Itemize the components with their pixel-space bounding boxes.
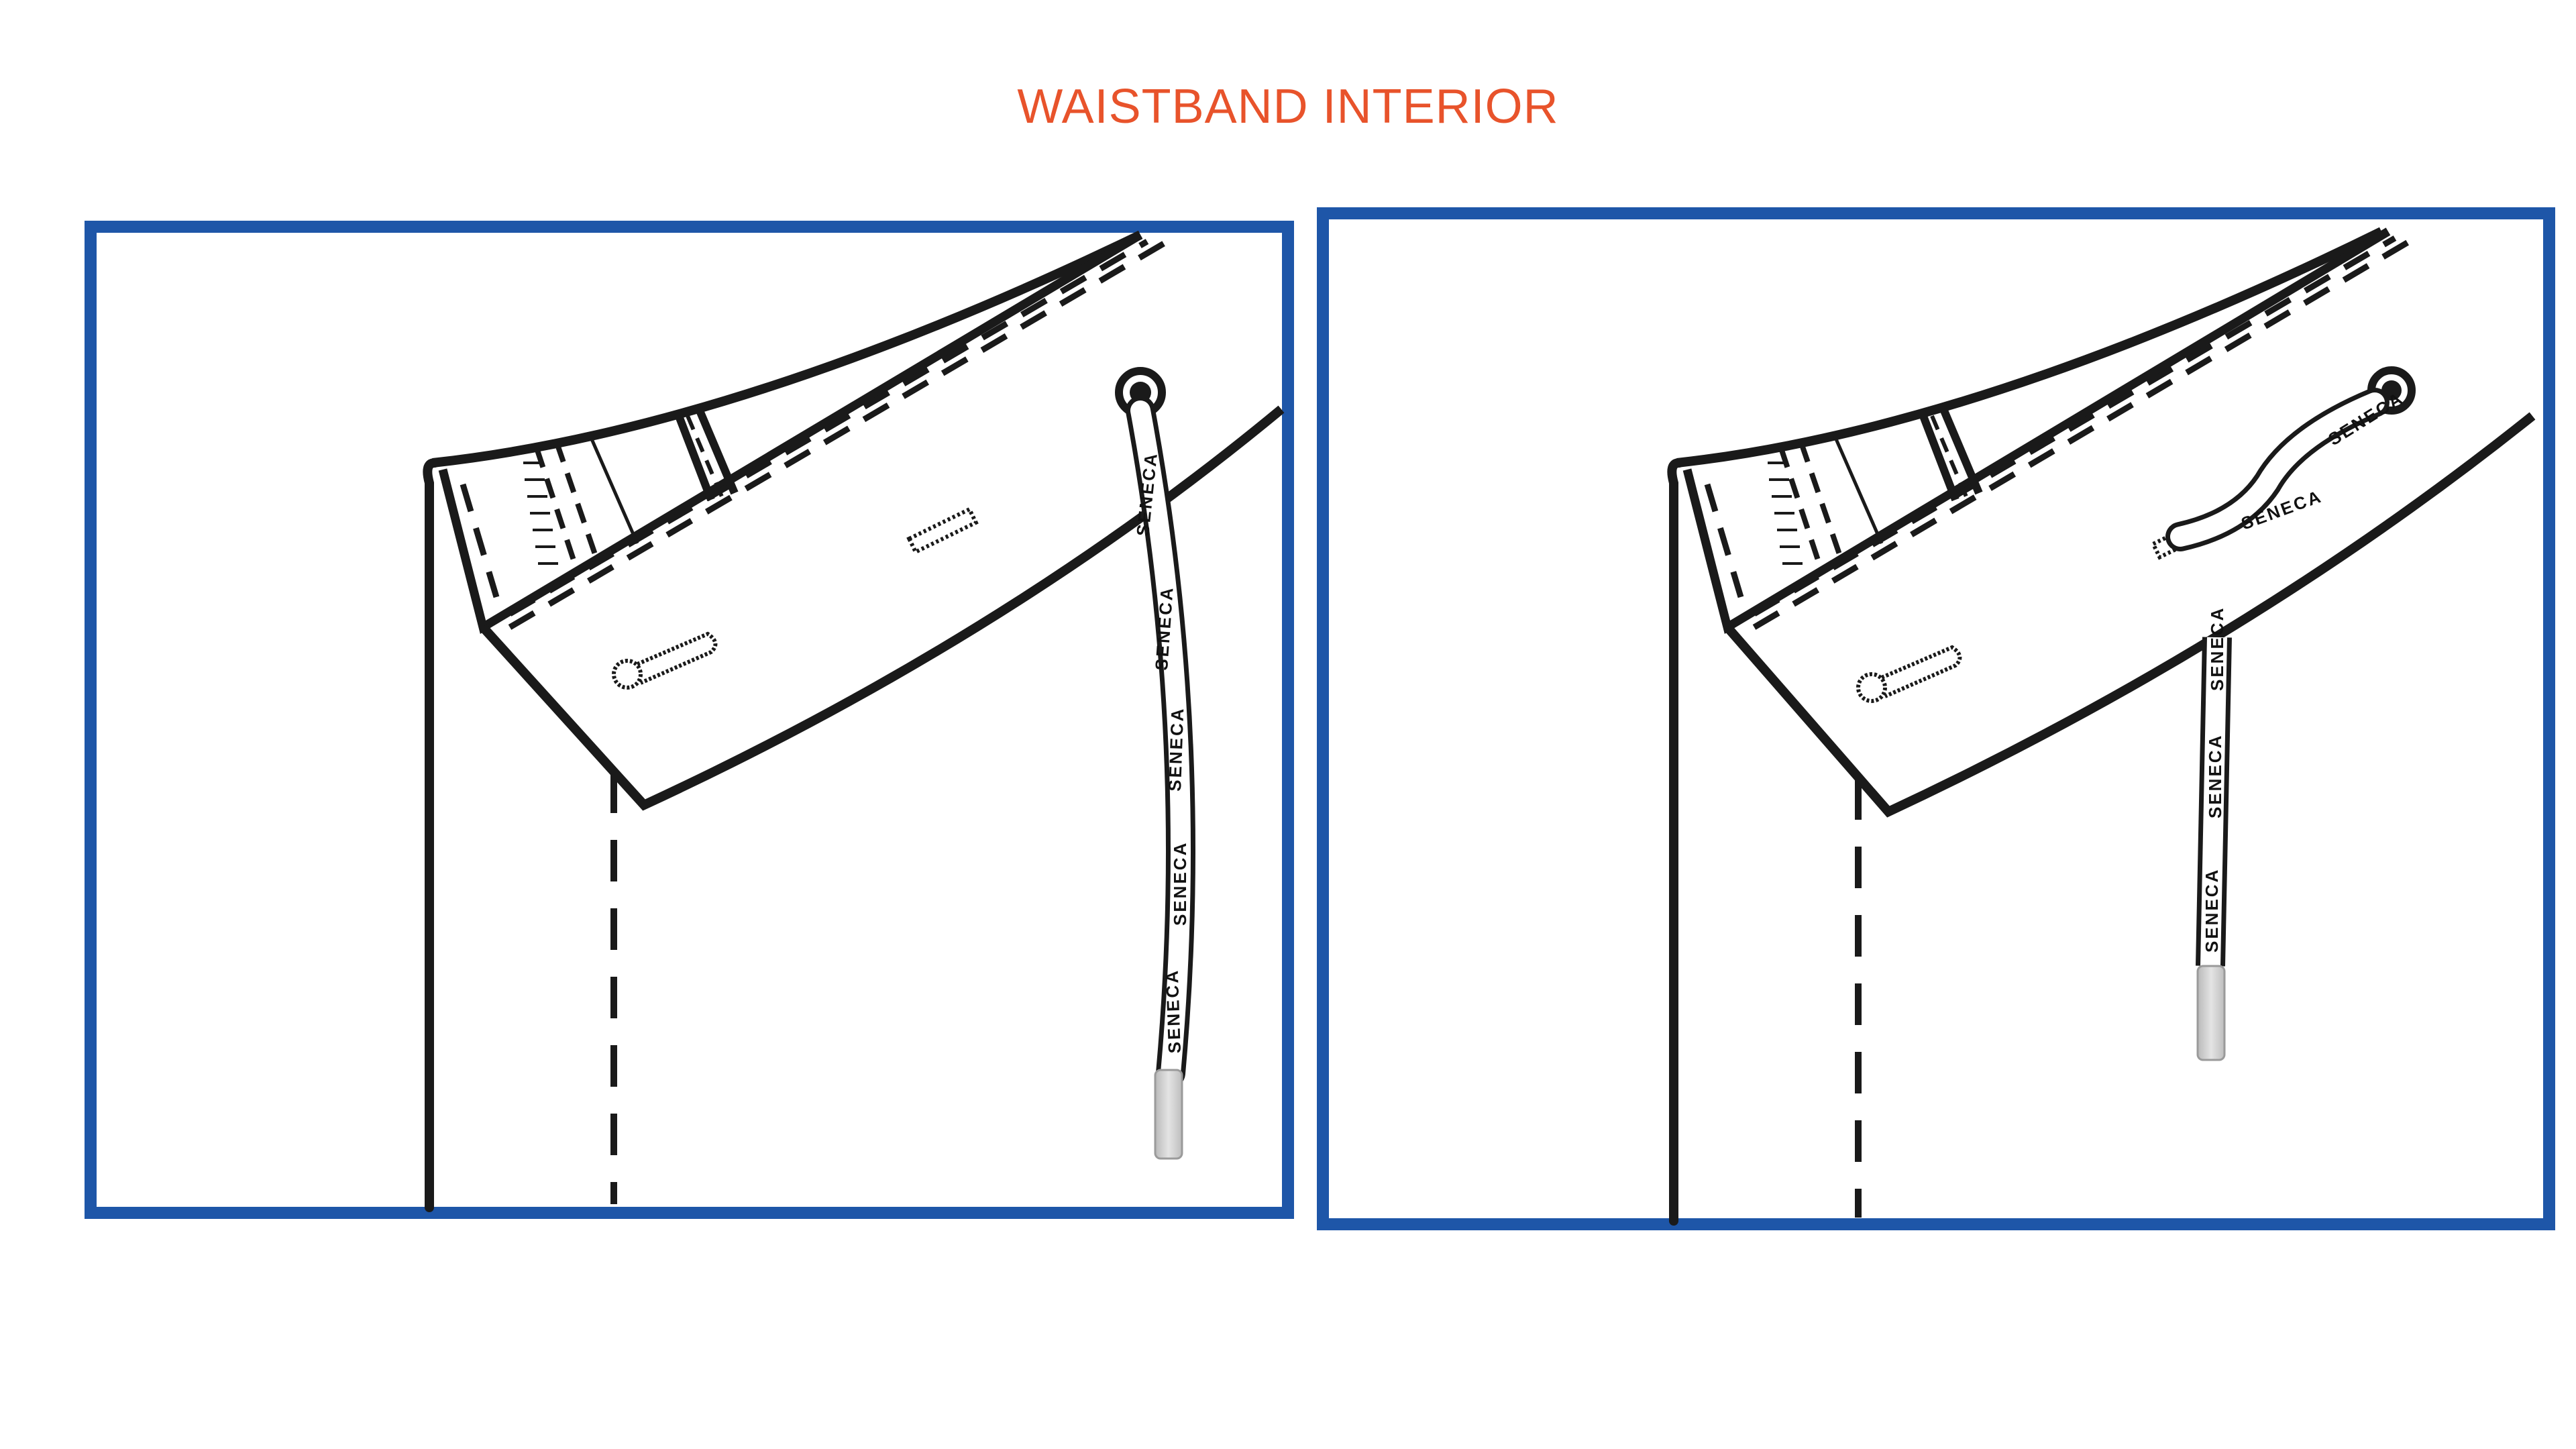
waistband-fold [479,405,1285,811]
waistband-facing-edge [438,231,1143,635]
side-seam-line [423,458,439,1212]
drawcord-right-fill [2200,637,2227,967]
fly-edge [588,435,639,545]
fly-stitching [1778,441,1844,572]
keyhole-buttonhole [612,631,718,690]
waist-outer-curve [1147,241,1275,409]
zipper-teeth [1768,462,1803,565]
drawcord-label: SENECA [2202,868,2222,953]
fly-stitching [534,441,600,572]
topstitch-upper [1704,235,2397,616]
panel-right-frame [1317,207,2555,1230]
zipper-teeth [523,462,558,565]
belt-loop-left [1918,404,1983,502]
drawcord-label: SENECA [2205,734,2225,818]
drawcord-label: SENECA [1170,841,1190,926]
topstitch-lower [508,239,1169,630]
drawcord-label: SENECA [1162,969,1185,1054]
bartack [906,506,979,555]
drawcord-right-loop-fill [2170,392,2385,547]
waistband-facing-edge [1682,227,2391,635]
waistband-fold [1723,412,2536,818]
belt-loop-stitch [1930,415,1970,501]
panel-left-frame [85,221,1294,1219]
topstitch-lower [1752,235,2417,630]
cord-tip-right [2196,965,2226,1061]
topstitch-upper [460,239,1149,616]
page-title: WAISTBAND INTERIOR [1017,80,1559,133]
drawcord-right-labels: SENECA SENECA SENECA SENECA SENECA [2202,388,2407,953]
drawcord-label: SENECA [2207,606,2227,691]
belt-loop-stitch [686,415,725,501]
cord-tip-left [1154,1069,1183,1160]
side-seam-line [1667,458,1684,1226]
waistband-top-edge [1676,227,2384,468]
panel-left: SENECA SENECA SENECA SENECA SENECA [85,221,1294,1219]
belt-loop-left [674,404,739,502]
keyhole-buttonhole [1856,645,1962,703]
fly-edge [1833,435,1884,545]
drawcord-left-fill [1130,400,1191,1083]
waistband-top-edge [432,230,1143,468]
drawcord-label: SENECA [1165,706,1187,792]
panel-right: SENECA SENECA SENECA SENECA SENECA [1317,207,2555,1230]
